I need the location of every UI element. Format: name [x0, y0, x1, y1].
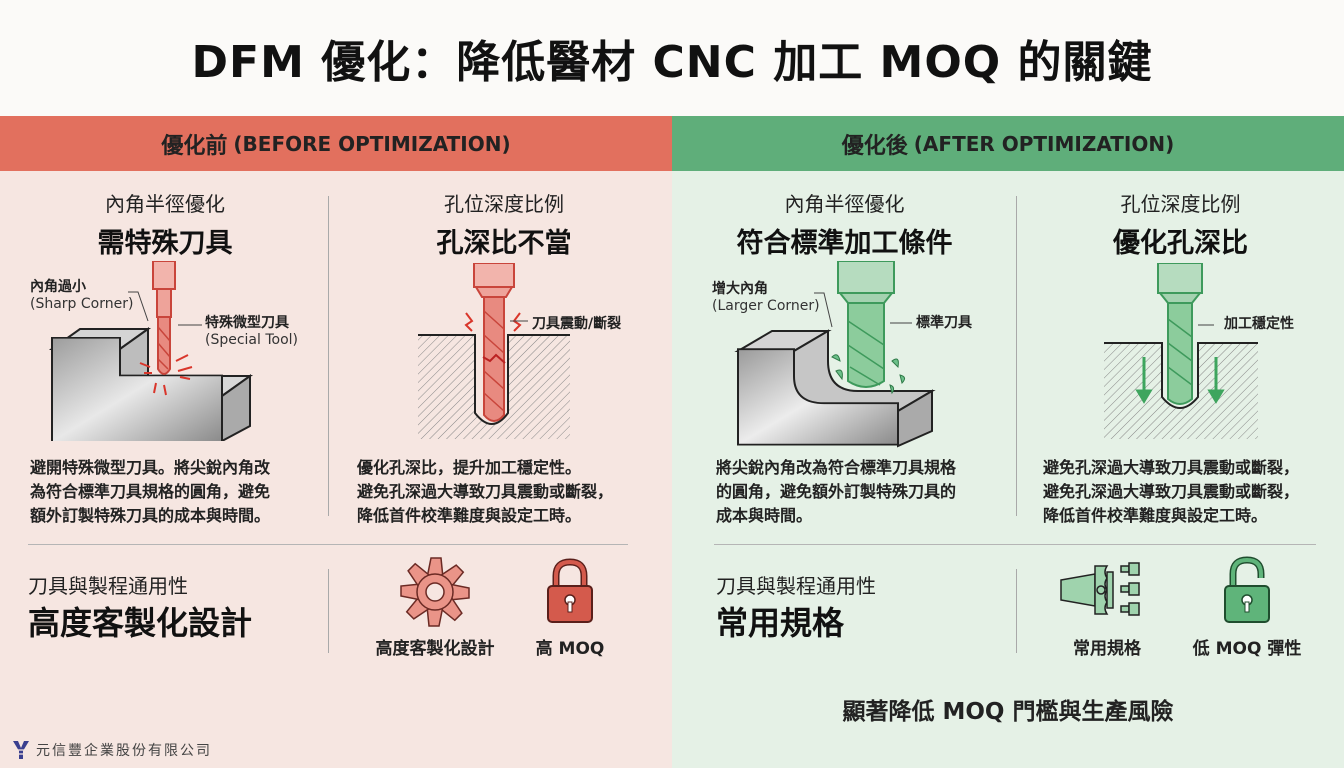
standard-tool-holder-icon	[1060, 562, 1140, 616]
locked-padlock-icon	[547, 558, 593, 623]
before-corner-sub: 內角半徑優化	[105, 192, 225, 216]
machining-stability-label: 加工穩定性	[1224, 316, 1294, 332]
high-moq-caption: 高 MOQ	[535, 639, 605, 659]
optimized-hole-depth-illustration	[1104, 263, 1258, 439]
before-hole-head: 孔深比不當	[436, 228, 572, 259]
page-title: DFM 優化：降低醫材 CNC 加工 MOQ 的關鍵	[191, 37, 1153, 88]
standard-spec-caption: 常用規格	[1073, 639, 1141, 659]
before-column: 優化前 (BEFORE OPTIMIZATION) 內角半徑優化 需特殊刀具 內…	[0, 116, 672, 768]
after-corner-sub: 內角半徑優化	[784, 192, 905, 216]
after-hole-desc: 避免孔深過大導致刀具震動或斷裂，避免孔深過大導致刀具震動或斷裂，降低首件校準難度…	[1043, 458, 1300, 525]
after-corner-desc: 將尖銳內角改為符合標準刀具規格的圓角，避免額外訂製特殊刀具的成本與時間。	[716, 458, 957, 525]
after-bottom-divider	[1016, 569, 1017, 653]
summary-statement: 顯著降低 MOQ 門檻與生產風險	[842, 699, 1174, 725]
after-versatility-head: 常用規格	[716, 604, 845, 642]
before-hole-desc: 優化孔深比，提升加工穩定性。避免孔深過大導致刀具震動或斷裂，降低首件校準難度與設…	[357, 458, 614, 525]
after-hole-head: 優化孔深比	[1113, 228, 1248, 259]
low-moq-caption: 低 MOQ 彈性	[1192, 639, 1302, 659]
larger-corner-illustration	[734, 261, 936, 448]
unlocked-padlock-icon	[1224, 556, 1270, 623]
custom-cutter-icon	[400, 557, 470, 627]
after-versatility-sub: 刀具與製程通用性	[716, 574, 876, 598]
before-band-zh: 優化前	[161, 133, 228, 159]
before-horizontal-divider	[28, 544, 628, 545]
high-moq-icon-group: 高 MOQ	[520, 556, 620, 659]
after-header-band: 優化後 (AFTER OPTIMIZATION)	[672, 116, 1344, 171]
larger-corner-label: 增大內角 (Larger Corner)	[712, 281, 820, 314]
special-tool-label: 特殊微型刀具 (Special Tool)	[205, 315, 299, 348]
after-corner-head: 符合標準加工條件	[736, 228, 953, 259]
after-corner-heading: 內角半徑優化 符合標準加工條件	[672, 188, 1017, 260]
before-versatility-head: 高度客製化設計	[28, 604, 253, 642]
custom-design-icon-group: 高度客製化設計	[360, 556, 510, 659]
after-horizontal-divider	[714, 544, 1316, 545]
before-hole-heading: 孔位深度比例 孔深比不當	[336, 188, 672, 260]
tool-vibration-label: 刀具震動/斷裂	[532, 316, 622, 332]
low-moq-icon-group: 低 MOQ 彈性	[1182, 556, 1312, 659]
standard-tool-label: 標準刀具	[916, 315, 972, 331]
before-versatility-sub: 刀具與製程通用性	[28, 574, 188, 598]
after-hole-sub: 孔位深度比例	[1120, 192, 1241, 216]
before-top-divider	[328, 196, 329, 516]
after-column: 優化後 (AFTER OPTIMIZATION) 內角半徑優化 符合標準加工條件…	[672, 116, 1344, 768]
before-hole-sub: 孔位深度比例	[444, 192, 564, 216]
before-corner-desc: 避開特殊微型刀具。將尖銳內角改為符合標準刀具規格的圓角，避免額外訂製特殊刀具的成…	[30, 458, 271, 525]
sharp-corner-label: 內角過小 (Sharp Corner)	[30, 279, 134, 312]
before-band-en: (BEFORE OPTIMIZATION)	[233, 131, 511, 156]
sharp-corner-illustration	[48, 261, 254, 441]
before-header-band: 優化前 (BEFORE OPTIMIZATION)	[0, 116, 672, 171]
before-corner-heading: 內角半徑優化 需特殊刀具	[0, 188, 330, 260]
after-top-divider	[1016, 196, 1017, 516]
after-band-en: (AFTER OPTIMIZATION)	[913, 131, 1175, 156]
standard-spec-icon-group: 常用規格	[1042, 556, 1172, 659]
before-bottom-divider	[328, 569, 329, 653]
before-corner-head: 需特殊刀具	[97, 228, 233, 259]
custom-design-caption: 高度客製化設計	[375, 639, 495, 659]
after-band-zh: 優化後	[841, 133, 908, 159]
improper-hole-depth-illustration	[418, 263, 570, 439]
company-emblem-icon	[13, 741, 29, 759]
company-logo: 元信豐企業股份有限公司	[12, 740, 212, 760]
company-name: 元信豐企業股份有限公司	[36, 743, 212, 759]
after-hole-heading: 孔位深度比例 優化孔深比	[1017, 188, 1344, 260]
